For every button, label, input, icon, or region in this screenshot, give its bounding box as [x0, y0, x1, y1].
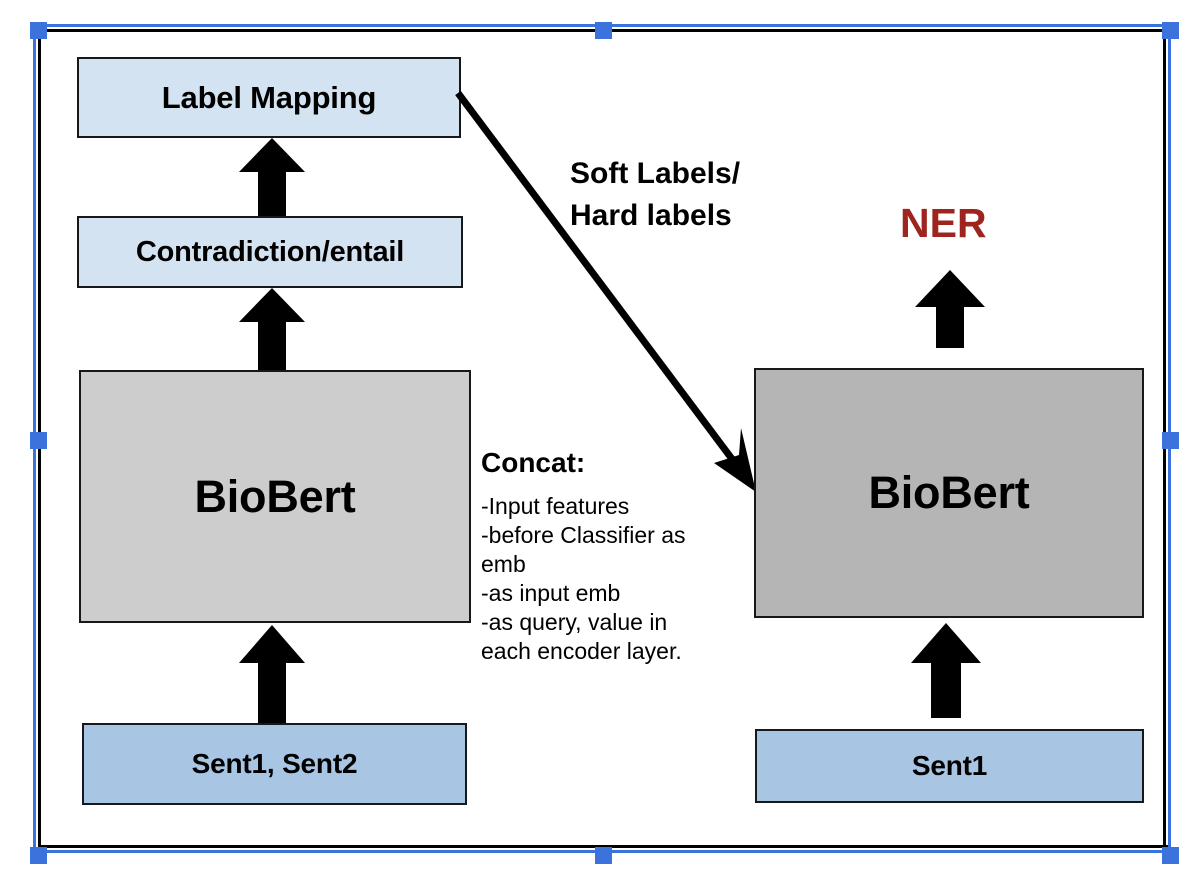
concat-item: emb: [481, 551, 526, 577]
soft-labels-line2: Hard labels: [570, 199, 732, 232]
concat-item: -Input features: [481, 493, 630, 519]
arrow-left-biobert-to-contradiction: [239, 288, 305, 370]
arrow-right-biobert-to-ner: [915, 270, 985, 348]
handle-top-center[interactable]: [595, 22, 612, 39]
arrow-contradiction-to-label-mapping: [239, 138, 305, 218]
handle-middle-right[interactable]: [1162, 432, 1179, 449]
soft-labels-line1: Soft Labels/: [570, 157, 741, 190]
handle-top-right[interactable]: [1162, 22, 1179, 39]
left-biobert-box[interactable]: BioBert: [79, 370, 471, 623]
arrow-left-input-to-biobert: [239, 625, 305, 723]
right-biobert-box[interactable]: BioBert: [754, 368, 1144, 618]
left-input-box[interactable]: Sent1, Sent2: [82, 723, 467, 805]
handle-middle-left[interactable]: [30, 432, 47, 449]
arrow-right-input-to-biobert: [911, 623, 981, 718]
handle-bottom-left[interactable]: [30, 847, 47, 864]
concat-item: -as input emb: [481, 580, 621, 606]
ner-output-label: NER: [900, 200, 987, 246]
contradiction-entail-box[interactable]: Contradiction/entail: [77, 216, 463, 288]
handle-bottom-right[interactable]: [1162, 847, 1179, 864]
concat-item: -as query, value in: [481, 609, 668, 635]
handle-top-left[interactable]: [30, 22, 47, 39]
concat-heading: Concat:: [481, 447, 586, 478]
handle-bottom-center[interactable]: [595, 847, 612, 864]
concat-item: -before Classifier as: [481, 522, 686, 548]
label-mapping-box[interactable]: Label Mapping: [77, 57, 461, 138]
concat-item-list: -Input features -before Classifier as em…: [481, 492, 743, 666]
concat-item: each encoder layer.: [481, 638, 682, 664]
right-input-box[interactable]: Sent1: [755, 729, 1144, 803]
selection-border-bottom-dark[interactable]: [38, 845, 1170, 848]
